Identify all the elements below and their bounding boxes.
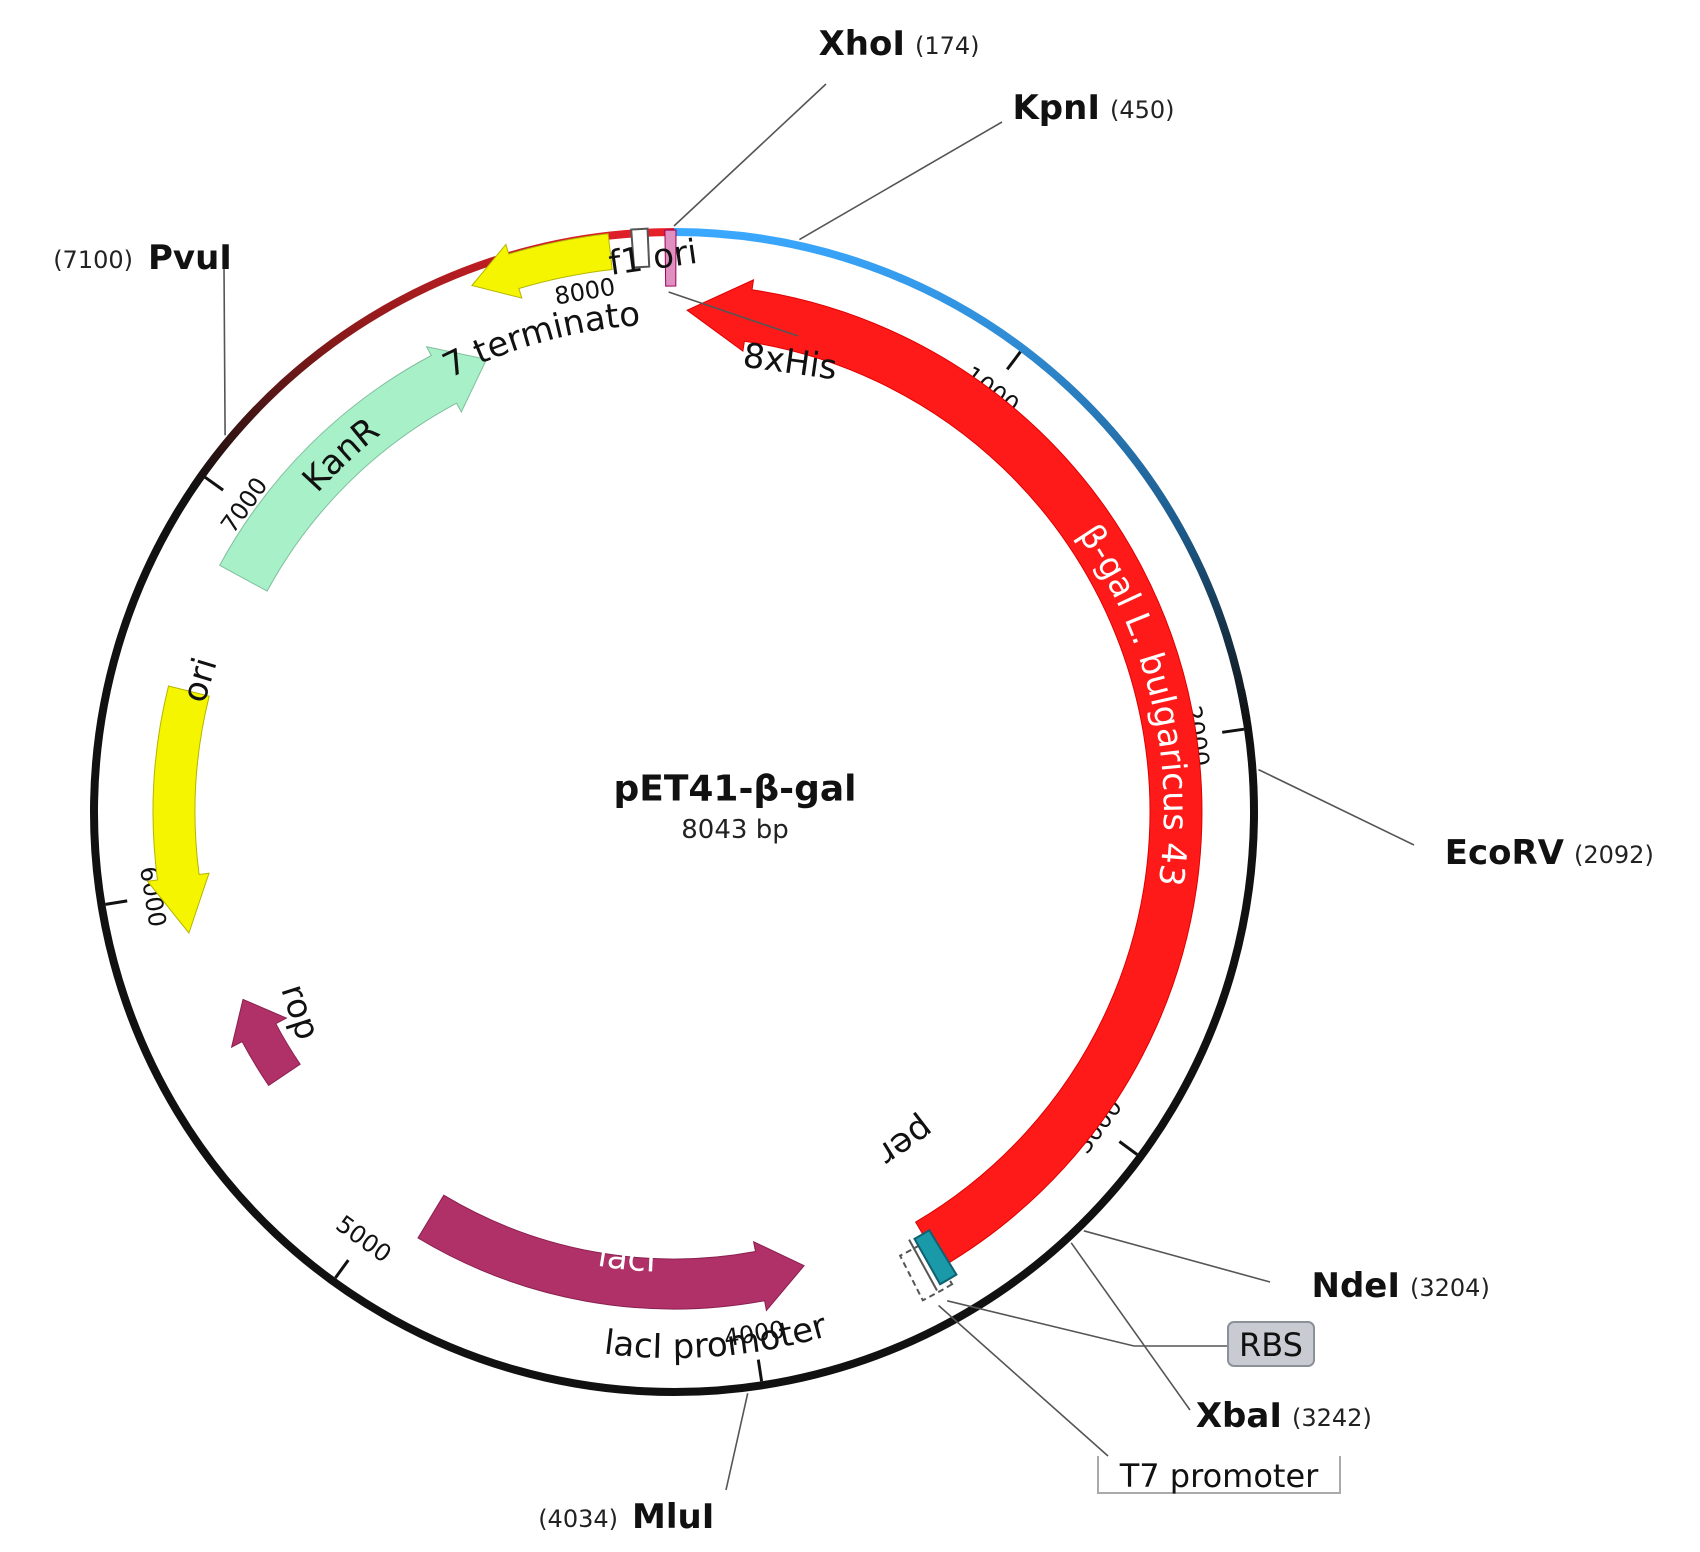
rbs-box xyxy=(1227,1321,1315,1367)
t7-promoter-label: T7 promoter xyxy=(1119,1457,1319,1495)
site-xhoi-name: XhoI xyxy=(819,24,905,64)
tick-mark xyxy=(756,1359,764,1382)
site-ecorv-name: EcoRV xyxy=(1445,833,1565,873)
site-pvui-pos: (7100) xyxy=(53,246,133,274)
backbone-blue-arc xyxy=(673,228,1251,721)
site-xhoi[interactable]: XhoI (174) xyxy=(819,24,980,64)
rbs-label: RBS xyxy=(1239,1326,1303,1364)
tick-label: 5000 xyxy=(331,1210,397,1269)
tick-mark xyxy=(105,899,128,906)
plasmid-size: 8043 bp xyxy=(681,815,788,845)
site-kpni-pos: (450) xyxy=(1110,96,1175,124)
ori-arrow[interactable] xyxy=(146,685,210,935)
kanr-arrow[interactable] xyxy=(219,345,488,592)
f1-ori-label: f1 ori xyxy=(606,232,699,284)
lac-operator-box[interactable] xyxy=(913,1228,958,1286)
site-pvui[interactable]: (7100) PvuI xyxy=(53,238,232,278)
backbone-dark-arc xyxy=(90,406,1258,1397)
site-leader-line xyxy=(1083,1230,1271,1283)
tick-mark xyxy=(1118,1140,1138,1156)
tick-marks: 10002000300040005000600070008000 xyxy=(105,244,1245,1382)
site-xbai-pos: (3242) xyxy=(1292,1404,1372,1432)
site-leader-line xyxy=(725,1393,749,1491)
tick-mark xyxy=(1221,727,1245,734)
his-tag-leader-line xyxy=(668,291,799,337)
site-ndei-name: NdeI xyxy=(1311,1266,1400,1306)
site-pvui-name: PvuI xyxy=(148,238,232,278)
site-leader-line xyxy=(1258,768,1415,846)
site-leader-line xyxy=(223,265,226,436)
rop-arrow[interactable] xyxy=(230,998,301,1087)
laci-promoter-label: lacI promoter xyxy=(602,1306,831,1367)
site-leader-line xyxy=(798,121,1003,241)
site-xbai[interactable]: XbaI (3242) xyxy=(1196,1396,1372,1436)
f1-ori-arrow[interactable] xyxy=(471,233,613,299)
plasmid-name: pET41-β-gal xyxy=(613,769,856,810)
site-mlui[interactable]: (4034) MluI xyxy=(538,1497,714,1537)
site-xbai-name: XbaI xyxy=(1196,1396,1282,1436)
his-tag-box[interactable] xyxy=(664,229,677,287)
site-kpni-name: KpnI xyxy=(1012,88,1100,128)
tick-mark xyxy=(1006,350,1022,371)
tick-mark xyxy=(204,476,224,492)
t7-promoter-leader-line xyxy=(938,1304,1109,1457)
laci-arrow[interactable] xyxy=(417,1194,805,1312)
t7-terminator-label: T7 terminator xyxy=(0,0,642,386)
t7-promoter-mark xyxy=(908,1239,938,1291)
site-mlui-pos: (4034) xyxy=(538,1505,618,1533)
t7-terminator-box[interactable] xyxy=(630,227,651,269)
site-kpni[interactable]: KpnI (450) xyxy=(1012,88,1174,128)
site-ndei-pos: (3204) xyxy=(1410,1274,1490,1302)
backbone xyxy=(90,228,1258,1397)
leader-lines xyxy=(223,83,1415,1491)
site-ndei[interactable]: NdeI (3204) xyxy=(1311,1266,1489,1306)
tick-mark xyxy=(334,1259,350,1279)
laci-label: lacI xyxy=(595,1235,657,1281)
site-mlui-name: MluI xyxy=(632,1497,714,1537)
site-xhoi-pos: (174) xyxy=(915,32,980,60)
site-leader-line xyxy=(1070,1242,1191,1411)
t7-promoter-bracket xyxy=(1097,1456,1341,1494)
site-leader-line xyxy=(673,83,827,227)
site-ecorv[interactable]: EcoRV (2092) xyxy=(1445,833,1654,873)
site-ecorv-pos: (2092) xyxy=(1574,841,1654,869)
beta-gal-arrow[interactable] xyxy=(686,279,1203,1268)
rbs-leader-line xyxy=(947,1300,1228,1347)
